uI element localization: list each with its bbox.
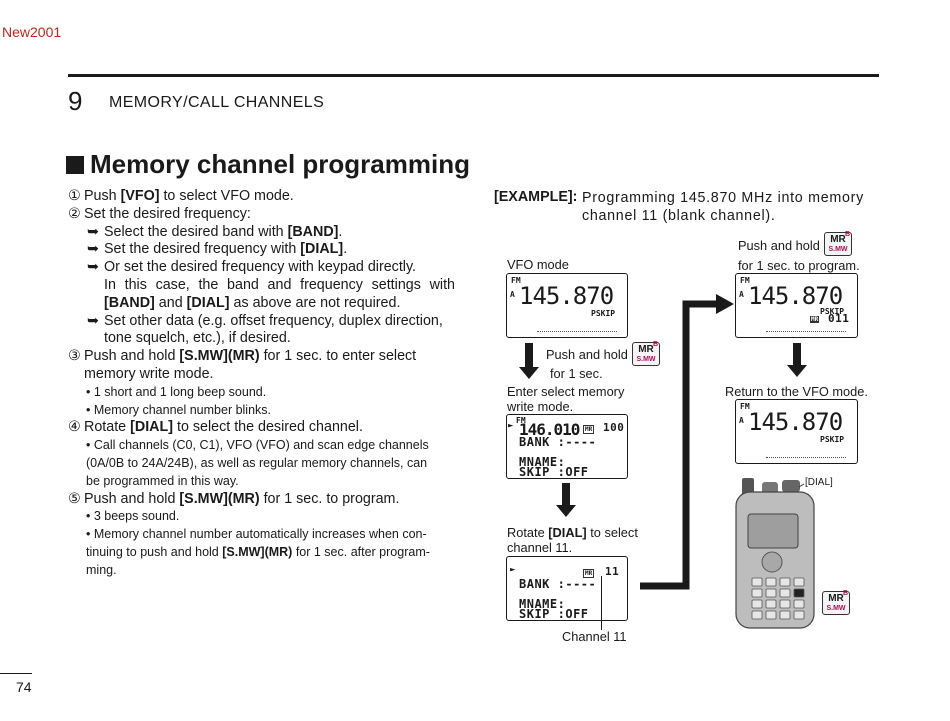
- lcd-fm: FM: [740, 276, 750, 285]
- arrow-icon: ➥: [87, 241, 99, 258]
- step-2d-line2: tone squelch, etc.), if desired.: [104, 330, 291, 347]
- lcd-fm: FM: [740, 402, 750, 411]
- caption-channel-11: Channel 11: [562, 629, 627, 644]
- header-rule: [68, 74, 879, 77]
- lcd-frequency: 145.870: [519, 282, 614, 310]
- caption-vfo-mode: VFO mode: [507, 257, 569, 272]
- footer-rule: [0, 673, 32, 674]
- step-5-note4: ming.: [86, 562, 117, 577]
- lcd-pskip: PSKIP: [820, 435, 845, 444]
- lcd-channel-number: 011: [828, 312, 850, 325]
- step-3-note2: • Memory channel number blinks.: [86, 402, 272, 417]
- lcd-dots: [766, 457, 846, 458]
- radio-illustration: [735, 478, 815, 629]
- lcd-fm: FM: [511, 276, 521, 285]
- lcd-frequency: 145.870: [748, 408, 843, 436]
- lcd-programmed: FM A 145.870 PSKIP MR 011: [735, 273, 858, 338]
- lcd-bank: BANK :----: [519, 577, 597, 591]
- lcd-frequency: 145.870: [748, 282, 843, 310]
- lcd-bank: BANK :----: [519, 435, 597, 449]
- lcd-pointer: ►: [508, 421, 514, 431]
- lcd-mr: MR: [583, 425, 595, 434]
- connector-arrow: [640, 294, 734, 590]
- caption-return-vfo: Return to the VFO mode.: [725, 384, 868, 399]
- step-2c-line2: In this case, the band and frequency set…: [104, 276, 455, 293]
- step-3-line2: memory write mode.: [84, 365, 214, 382]
- step-5-note1: • 3 beeps sound.: [86, 509, 180, 524]
- caption-enter-select: Enter select memory write mode.: [507, 384, 625, 414]
- lcd-vfo-mode: FM A 145.870 PSKIP: [506, 273, 628, 338]
- chapter-title: MEMORY/CALL CHANNELS: [109, 94, 325, 111]
- step-5-note3: tinuing to push and hold [S.MW](MR) for …: [86, 544, 430, 559]
- step-5-note2: • Memory channel number automatically in…: [86, 527, 427, 542]
- lcd-mname: MNAME:: [519, 455, 566, 469]
- caption-push-hold-2: Push and hold: [738, 238, 820, 253]
- corner-tag: New2001: [2, 24, 62, 40]
- caption-rotate: Rotate [DIAL] to select channel 11.: [507, 525, 638, 555]
- lcd-channel-blink: 100: [603, 421, 625, 434]
- caption-push-hold: Push and hold: [546, 347, 628, 362]
- step-2c: ➥Or set the desired frequency with keypa…: [87, 259, 417, 276]
- dial-label: [DIAL]: [805, 477, 833, 488]
- step-2c-line3: [BAND] and [DIAL] as above are not requi…: [104, 294, 401, 311]
- lcd-dots: [766, 331, 846, 332]
- lcd-pskip: PSKIP: [820, 307, 845, 316]
- step-4-note2: (0A/0B to 24A/24B), as well as regular m…: [86, 455, 428, 470]
- lcd-a: A: [510, 290, 515, 299]
- chapter-number: 9: [68, 86, 83, 116]
- page-number: 74: [16, 679, 32, 695]
- step-2a: ➥Select the desired band with [BAND].: [87, 223, 343, 240]
- arrow-icon: ➥: [87, 223, 99, 240]
- caption-for-1sec: for 1 sec.: [550, 366, 603, 381]
- square-bullet-icon: [66, 156, 84, 174]
- step-2d: ➥Set other data (e.g. offset frequency, …: [87, 312, 443, 329]
- lcd-mname: MNAME:: [519, 597, 566, 611]
- step-4-note3: be programmed in this way.: [86, 473, 239, 488]
- lcd-skip: SKIP :OFF: [519, 465, 589, 479]
- lcd-select-write: FM ► 146.010 MR 100 BANK :---- MNAME: SK…: [506, 414, 628, 479]
- lcd-mr: MR: [810, 316, 820, 323]
- example-text: Programming 145.870 MHz into memory chan…: [582, 190, 864, 224]
- example-label: [EXAMPLE]:: [494, 189, 578, 205]
- section-title: Memory channel programming: [66, 149, 470, 180]
- caption-for-1sec-program: for 1 sec. to program.: [738, 258, 860, 273]
- lcd-dots: [537, 331, 617, 332]
- lcd-return-vfo: FM A 145.870 PSKIP: [735, 399, 858, 464]
- lcd-channel-11: ► MR 11 BANK :---- MNAME: SKIP :OFF: [506, 556, 628, 621]
- lcd-skip: SKIP :OFF: [519, 607, 589, 621]
- lcd-pointer: ►: [510, 565, 516, 575]
- channel-11-pointer-line: [601, 576, 602, 630]
- lcd-pskip: PSKIP: [591, 309, 616, 318]
- step-3-note1: • 1 short and 1 long beep sound.: [86, 384, 267, 399]
- lcd-a: A: [739, 416, 744, 425]
- arrow-icon: ➥: [87, 259, 99, 276]
- lcd-mr: MR: [583, 569, 595, 578]
- lcd-channel-number: 11: [605, 565, 620, 578]
- lcd-a: A: [739, 290, 744, 299]
- step-2b: ➥Set the desired frequency with [DIAL].: [87, 241, 348, 258]
- lcd-frequency: 146.010: [519, 420, 580, 439]
- arrow-icon: ➥: [87, 312, 99, 329]
- lcd-fm: FM: [516, 416, 526, 425]
- step-4-note1: • Call channels (C0, C1), VFO (VFO) and …: [86, 438, 429, 453]
